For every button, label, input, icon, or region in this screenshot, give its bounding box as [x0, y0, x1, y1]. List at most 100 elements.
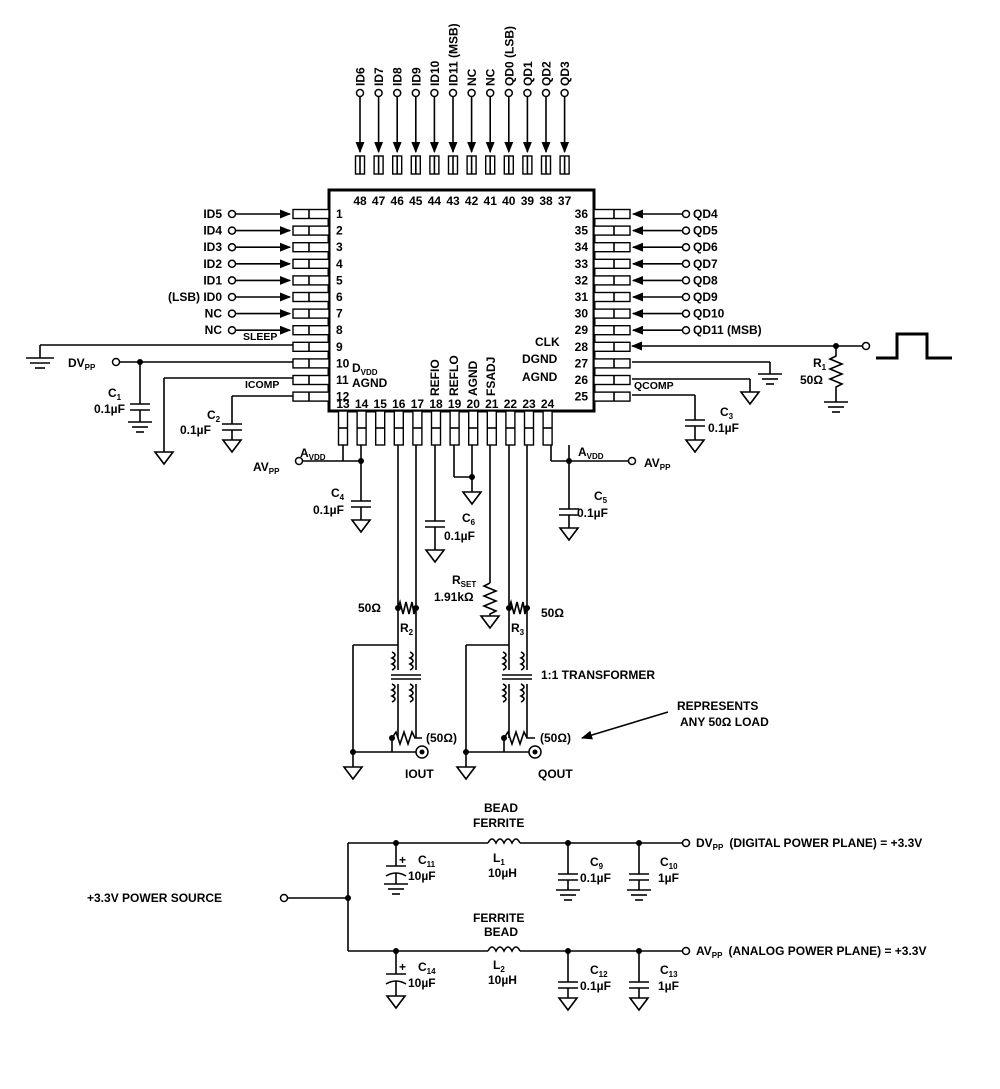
c12-name: C12	[590, 963, 608, 979]
pin-signal-label: QD11 (MSB)	[693, 323, 762, 337]
pin-terminal	[681, 309, 691, 318]
r2-name: R2	[400, 621, 414, 637]
pin-number: 2	[336, 224, 343, 238]
pin-number: 45	[409, 194, 423, 208]
pin-number: 8	[336, 323, 343, 337]
c14-value: 10µF	[408, 976, 436, 990]
bottom-bead-line1: FERRITE	[473, 911, 524, 925]
pin-number: 9	[336, 340, 343, 354]
pin-terminal	[227, 276, 237, 285]
pin-terminal	[227, 325, 237, 335]
r3-value: 50Ω	[541, 606, 564, 620]
r1-name: R1	[813, 356, 827, 372]
pin-signal-label: ID8	[391, 67, 405, 86]
pin-terminal	[448, 88, 458, 98]
pin-signal-label: ID9	[409, 67, 423, 86]
clk-label: CLK	[535, 335, 560, 349]
pin-signal-label: QD1	[521, 61, 535, 86]
pin-signal-label: QD8	[693, 273, 718, 287]
pin-signal-label: QD4	[693, 207, 718, 221]
pin-number: 31	[575, 290, 589, 304]
pin-number: 22	[504, 397, 518, 411]
c2-name: C2	[207, 408, 221, 424]
c6-value: 0.1µF	[444, 529, 475, 543]
pin-number: 16	[392, 397, 406, 411]
load-left-label: (50Ω)	[426, 731, 457, 745]
pin-signal-label: QD9	[693, 290, 718, 304]
pin-number: 28	[575, 340, 589, 354]
c14-name: C14	[418, 960, 436, 976]
pin-number: 36	[575, 207, 589, 221]
pin-signal-label: NC	[465, 68, 479, 86]
pin-number: 26	[575, 373, 589, 387]
pin-signal-label: ID7	[372, 67, 386, 86]
pin-signal-label: QD6	[693, 240, 718, 254]
iout-label: IOUT	[405, 767, 434, 781]
pin-number: 42	[465, 194, 479, 208]
pin-signal-label: QD7	[693, 257, 718, 271]
load-right-label: (50Ω)	[540, 731, 571, 745]
pin-number: 12	[336, 390, 350, 404]
top-bead-line1: BEAD	[484, 801, 518, 815]
pin-box	[292, 275, 330, 286]
pin-box	[593, 358, 631, 369]
avpp-out-label: AVPP(ANALOG POWER PLANE) = +3.3V	[696, 944, 926, 960]
pin-box	[292, 241, 330, 253]
pin-number: 47	[372, 194, 386, 208]
c11-value: 10µF	[408, 869, 436, 883]
r3-name: R3	[511, 621, 525, 637]
qout-label: QOUT	[538, 767, 573, 781]
pin-terminal	[467, 88, 476, 98]
power-filter-circuit	[279, 838, 691, 1012]
pin-box	[593, 275, 631, 286]
pin-terminal	[227, 226, 237, 235]
pin-box	[292, 208, 330, 220]
pin-number: 11	[336, 373, 349, 387]
c11-plus: +	[399, 853, 406, 867]
pin-number: 21	[485, 397, 499, 411]
c5-name: C5	[594, 489, 608, 505]
pin-signal-label: ID4	[203, 224, 222, 238]
represents-line1: REPRESENTS	[677, 699, 758, 713]
pin-number: 19	[448, 397, 462, 411]
pin-number: 15	[374, 397, 388, 411]
pin-box	[593, 208, 631, 220]
r1-value: 50Ω	[800, 373, 823, 387]
rset-name: RSET	[452, 573, 476, 589]
pin-box	[292, 391, 330, 402]
pin-terminal	[681, 259, 691, 269]
pin-signal-label: ID5	[203, 207, 222, 221]
avpp-left-label: AVPP	[253, 460, 280, 476]
transformer-label: 1:1 TRANSFORMER	[541, 668, 655, 682]
pin-box	[593, 341, 631, 352]
c9-value: 0.1µF	[580, 871, 611, 885]
pin-terminal	[560, 88, 569, 98]
rset-value: 1.91kΩ	[434, 590, 474, 604]
bottom-wiring	[294, 445, 669, 781]
pin-number: 7	[336, 307, 343, 321]
pin-number: 17	[411, 397, 425, 411]
l1-name: L1	[493, 851, 505, 867]
represents-line2: ANY 50Ω LOAD	[680, 715, 769, 729]
bottom-bead-line2: BEAD	[484, 925, 518, 939]
power-source-label: +3.3V POWER SOURCE	[87, 891, 222, 905]
pin-number: 33	[575, 257, 589, 271]
pin-number: 43	[446, 194, 460, 208]
pin-signal-label: NC	[205, 323, 223, 337]
c5-value: 0.1µF	[577, 506, 608, 520]
l2-value: 10µH	[488, 973, 517, 987]
l2-name: L2	[493, 958, 505, 974]
avdd-left-label: AVDD	[300, 446, 326, 462]
pin-box	[593, 258, 631, 269]
pin-terminal	[227, 242, 237, 252]
pin-terminal	[411, 88, 421, 98]
pin-signal-label: QD3	[558, 61, 572, 86]
pin-number: 23	[522, 397, 536, 411]
pin-number: 18	[429, 397, 443, 411]
pin-terminal	[430, 88, 439, 98]
pin-terminal	[392, 88, 402, 98]
c3-name: C3	[720, 405, 734, 421]
pin-signal-label: QD2	[540, 61, 554, 86]
refio-label: REFIO	[428, 359, 442, 396]
